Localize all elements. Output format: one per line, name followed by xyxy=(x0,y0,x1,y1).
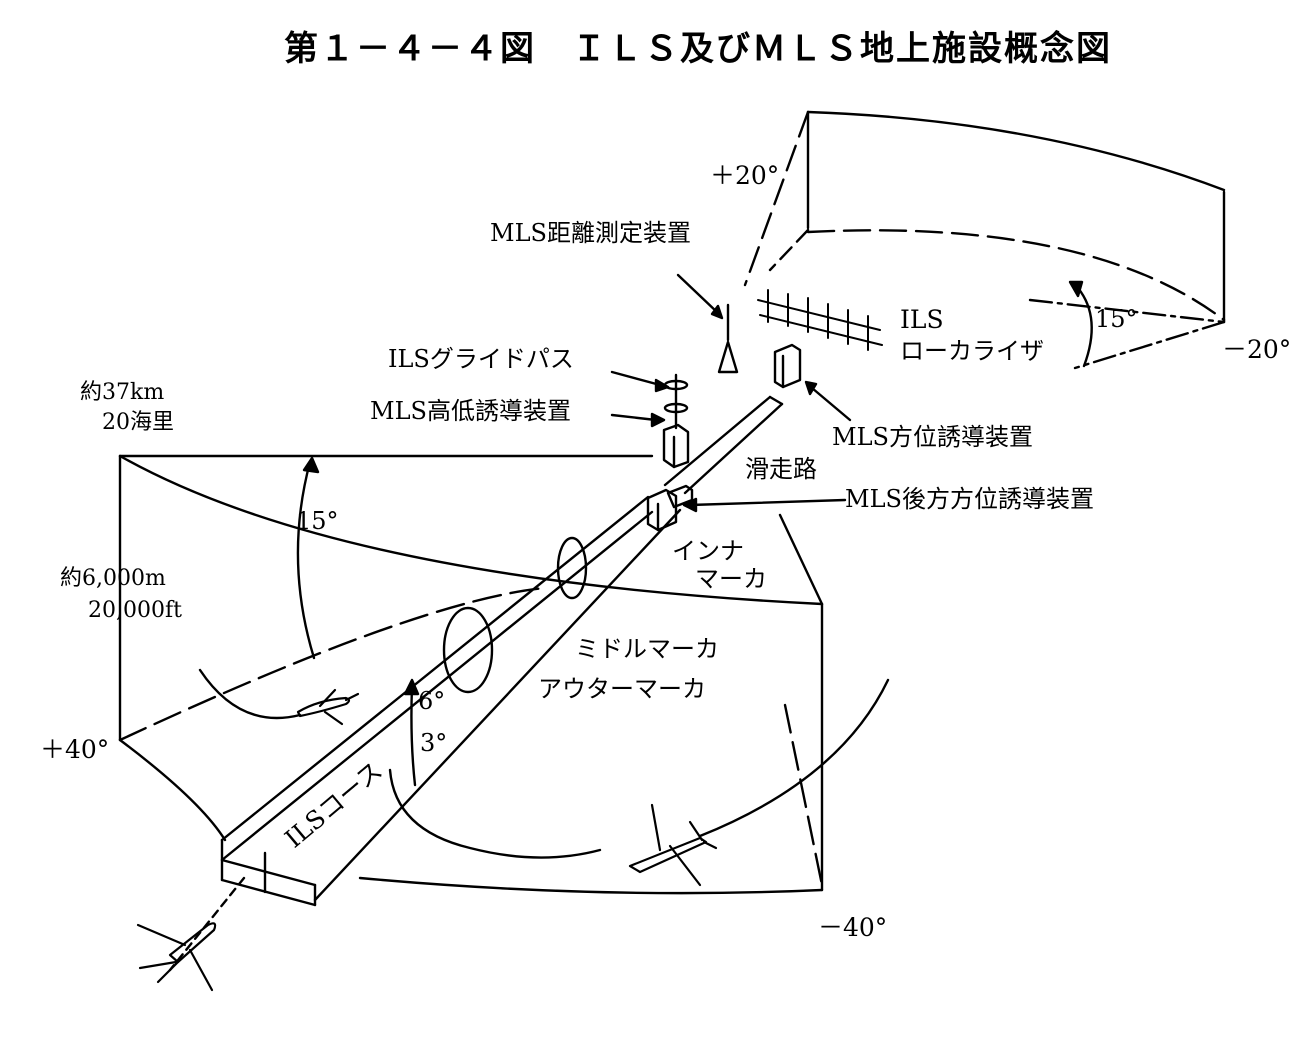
ils-beam xyxy=(168,495,682,972)
figure-title: 第１－４－４図 ＩＬＳ及びＭＬＳ地上施設概念図 xyxy=(284,29,1112,69)
label-ils-glidepath: ILSグライドパス xyxy=(388,345,574,373)
label-angle-15-left: 15° xyxy=(296,507,339,535)
label-inner-marker-2: マーカ xyxy=(695,565,767,593)
approach-coverage-volume xyxy=(118,454,890,895)
label-ils-localizer-1: ILS xyxy=(900,305,944,334)
label-ils-localizer-2: ローカライザ xyxy=(900,337,1044,365)
label-outer-marker: アウターマーカ xyxy=(538,675,706,703)
aircraft-right xyxy=(628,803,718,887)
runway xyxy=(663,395,784,495)
label-mls-back-azimuth: MLS後方方位誘導装置 xyxy=(845,485,1094,513)
label-minus-40: －40° xyxy=(818,913,888,942)
label-angle-3: 3° xyxy=(420,729,448,757)
label-mls-elevation: MLS高低誘導装置 xyxy=(370,397,571,425)
label-altitude-ft: 20,000ft xyxy=(88,598,182,623)
label-runway: 滑走路 xyxy=(745,455,817,483)
label-mls-azimuth: MLS方位誘導装置 xyxy=(832,423,1033,451)
ground-equipment xyxy=(646,289,883,532)
label-mls-dme: MLS距離測定装置 xyxy=(490,219,691,247)
label-range-km: 約37km xyxy=(80,380,165,405)
label-inner-marker-1: インナ xyxy=(672,537,744,565)
label-plus-40: ＋40° xyxy=(40,735,110,764)
label-plus-20: ＋20° xyxy=(710,161,780,190)
label-range-nm: 20海里 xyxy=(102,410,174,435)
aircraft-left xyxy=(296,688,360,726)
label-altitude-m: 約6,000m xyxy=(60,566,166,591)
label-middle-marker: ミドルマーカ xyxy=(575,635,719,663)
label-angle-6: 6° xyxy=(418,687,446,715)
leader-arrows xyxy=(610,273,852,513)
localizer-coverage-volume xyxy=(743,110,1226,370)
label-angle-15-right: 15° xyxy=(1095,305,1138,333)
label-minus-20: －20° xyxy=(1222,335,1292,364)
aircraft-bottom xyxy=(136,922,217,992)
